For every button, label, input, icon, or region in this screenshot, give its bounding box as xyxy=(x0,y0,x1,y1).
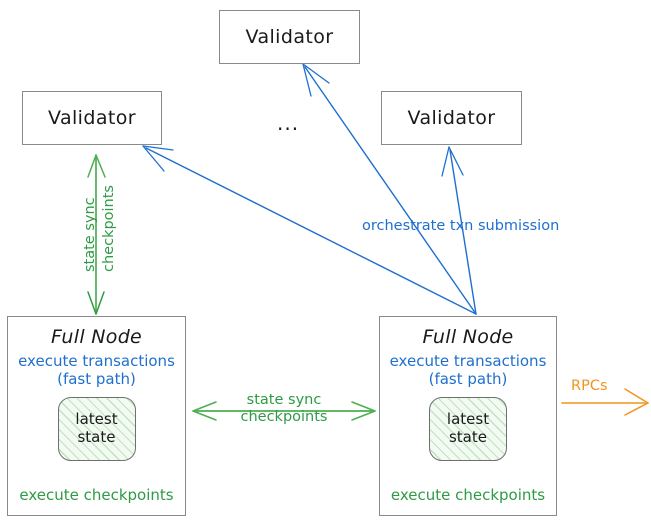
fullnode-right-state-box[interactable]: latest state xyxy=(429,396,507,461)
node-fullnode-left[interactable]: Full Node execute transactions (fast pat… xyxy=(7,316,186,516)
validator-left-label: Validator xyxy=(48,107,136,129)
node-validator-right[interactable]: Validator xyxy=(381,91,522,145)
fullnode-right-state-label: latest state xyxy=(447,411,489,446)
fullnode-left-state-box[interactable]: latest state xyxy=(57,396,136,461)
fullnode-right-state-line1: latest xyxy=(446,410,490,429)
fullnode-left-title: Full Node xyxy=(50,326,143,348)
fullnode-left-state-line2: state xyxy=(77,427,116,446)
fullnode-right-execute-line2: (fast path) xyxy=(428,370,508,389)
fullnode-left-execute-line1: execute transactions xyxy=(18,352,175,370)
fullnode-right-title: Full Node xyxy=(422,326,514,348)
edge-label-state-sync-horizontal-line1: state sync xyxy=(246,392,322,408)
fullnode-left-execute-line2: (fast path) xyxy=(57,370,136,389)
edge-label-state-sync-horizontal: state sync checkpoints xyxy=(234,392,334,426)
validator-top-label: Validator xyxy=(245,26,334,48)
node-validator-left[interactable]: Validator xyxy=(22,91,162,145)
validator-right-label: Validator xyxy=(407,107,496,129)
fullnode-right-checkpoints: execute checkpoints xyxy=(390,486,546,504)
fullnode-right-execute-line1: execute transactions xyxy=(389,352,547,370)
fullnode-left-execute: execute transactions (fast path) xyxy=(18,352,175,389)
node-validator-top[interactable]: Validator xyxy=(219,10,360,64)
edge-label-state-sync-vertical-line2: checkpoints xyxy=(101,185,117,272)
fullnode-left-checkpoints: execute checkpoints xyxy=(19,486,174,504)
edge-label-state-sync-vertical-line1: state sync xyxy=(82,197,98,272)
fullnode-right-state-line2: state xyxy=(448,427,487,446)
fullnode-left-state-label: latest state xyxy=(75,411,117,446)
edge-label-orchestrate: orchestrate txn submission xyxy=(362,218,560,234)
edge-label-rpcs: RPCs xyxy=(571,378,608,394)
fullnode-left-state-line1: latest xyxy=(75,410,118,429)
fullnode-right-execute: execute transactions (fast path) xyxy=(390,352,547,389)
node-fullnode-right[interactable]: Full Node execute transactions (fast pat… xyxy=(379,316,557,516)
validator-ellipsis: ... xyxy=(277,111,300,135)
edge-label-state-sync-horizontal-line2: checkpoints xyxy=(240,409,328,426)
